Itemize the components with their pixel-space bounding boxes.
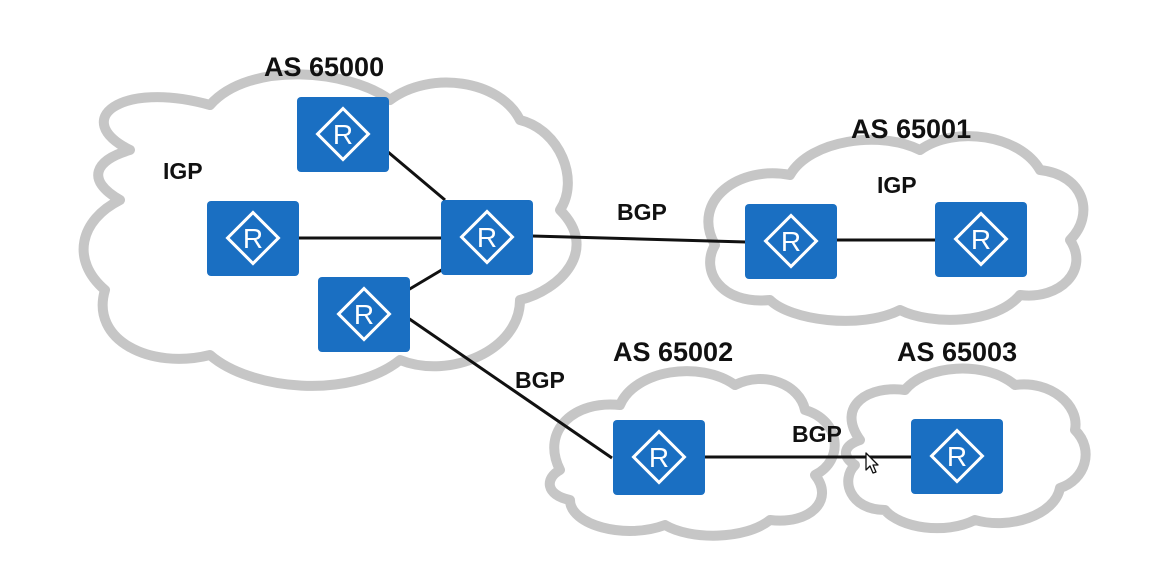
- bgp-label-as65002-as65003: BGP: [792, 421, 842, 447]
- mouse-cursor-icon: [865, 452, 879, 474]
- svg-text:R: R: [971, 224, 991, 255]
- as-65003-label: AS 65003: [897, 337, 1018, 367]
- bgp-link-as65000-as65001: [531, 234, 747, 244]
- router-icon: R: [911, 419, 1003, 494]
- router-icon: R: [745, 204, 837, 279]
- igp-label-as65000: IGP: [163, 158, 203, 184]
- svg-text:R: R: [947, 441, 967, 472]
- svg-text:R: R: [243, 223, 263, 254]
- igp-link-r1-hub: [387, 150, 446, 202]
- svg-text:R: R: [781, 226, 801, 257]
- svg-text:R: R: [649, 442, 669, 473]
- svg-text:R: R: [333, 119, 353, 150]
- router-icon: R: [207, 201, 299, 276]
- bgp-label-as65000-as65002: BGP: [515, 367, 565, 393]
- svg-text:R: R: [354, 299, 374, 330]
- bgp-link-as65000-as65002: [407, 316, 613, 460]
- router-icon: R: [613, 420, 705, 495]
- svg-text:R: R: [477, 222, 497, 253]
- router-icon: R: [935, 202, 1027, 277]
- router-icon: R: [441, 200, 533, 275]
- cloud-as65000-icon: [78, 69, 582, 391]
- router-icon: R: [318, 277, 410, 352]
- router-icon: R: [297, 97, 389, 172]
- as-65000-label: AS 65000: [264, 52, 385, 82]
- as-65001-label: AS 65001: [851, 114, 972, 144]
- igp-label-as65001: IGP: [877, 172, 917, 198]
- bgp-label-as65000-as65001: BGP: [617, 199, 667, 225]
- as-65002-label: AS 65002: [613, 337, 734, 367]
